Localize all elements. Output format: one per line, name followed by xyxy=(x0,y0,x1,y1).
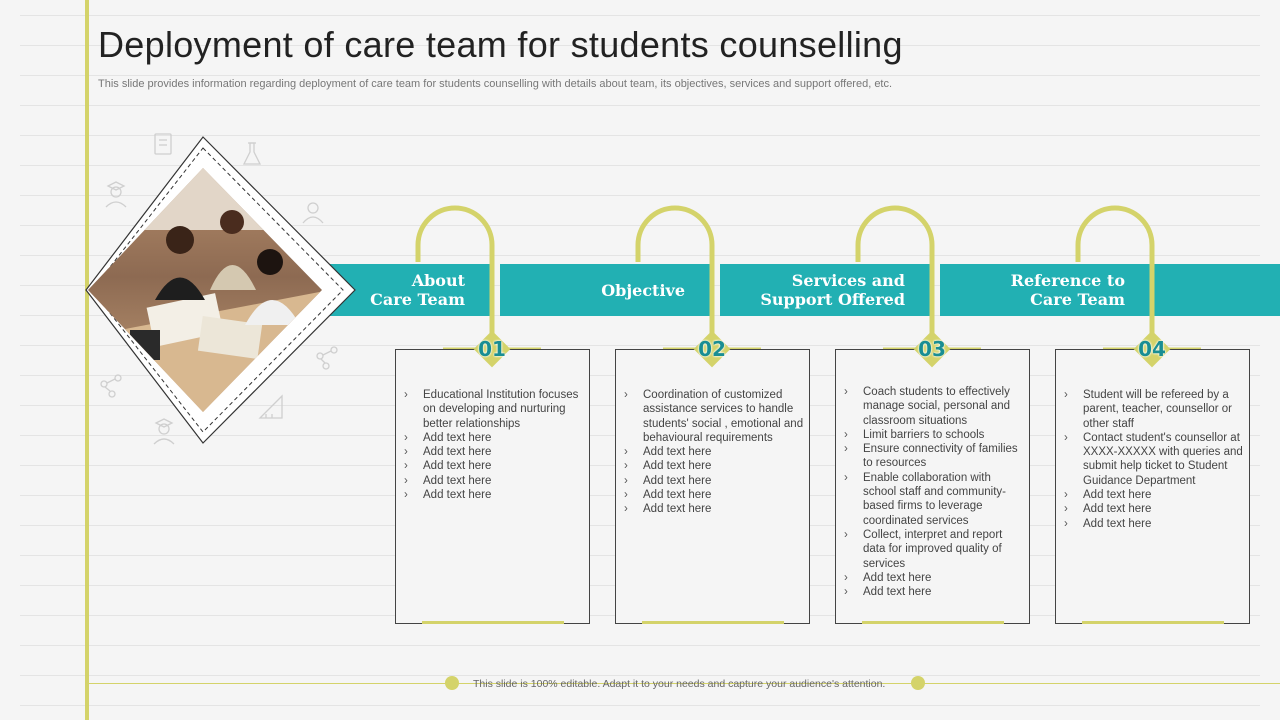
footer-note: This slide is 100% editable. Adapt it to… xyxy=(473,678,886,690)
list-item: Add text here xyxy=(403,488,585,503)
list-item: Add text here xyxy=(843,571,1025,586)
list-item: Limit barriers to schools xyxy=(843,428,1025,443)
list-item: Educational Institution focuses on devel… xyxy=(403,388,585,431)
slide-title: Deployment of care team for students cou… xyxy=(98,24,903,65)
bullet-list: Coach students to effectively manage soc… xyxy=(843,385,1025,600)
section-card-3: Coach students to effectively manage soc… xyxy=(835,349,1030,624)
footer-line xyxy=(88,683,1280,684)
bullet-list: Coordination of customized assistance se… xyxy=(623,388,805,517)
section-card-2: Coordination of customized assistance se… xyxy=(615,349,810,624)
section-card-4: Student will be refereed by a parent, te… xyxy=(1055,349,1250,624)
card-accent-4 xyxy=(1082,621,1224,624)
list-item: Add text here xyxy=(623,488,805,503)
list-item: Coordination of customized assistance se… xyxy=(623,388,805,445)
list-item: Add text here xyxy=(1063,502,1245,517)
bullet-list: Student will be refereed by a parent, te… xyxy=(1063,388,1245,531)
left-accent-line xyxy=(85,0,89,720)
list-item: Add text here xyxy=(403,445,585,460)
card-accent-2 xyxy=(642,621,784,624)
list-item: Add text here xyxy=(1063,488,1245,503)
list-item: Student will be refereed by a parent, te… xyxy=(1063,388,1245,431)
list-item: Enable collaboration with school staff a… xyxy=(843,471,1025,528)
card-accent-1 xyxy=(422,621,564,624)
section-heading-3: Services and Support Offered xyxy=(760,271,905,309)
section-number-4: 04 xyxy=(1138,337,1166,361)
list-item: Add text here xyxy=(623,502,805,517)
section-heading-1: About Care Team xyxy=(370,271,465,309)
card-accent-3 xyxy=(862,621,1004,624)
section-number-1: 01 xyxy=(478,337,506,361)
list-item: Add text here xyxy=(623,459,805,474)
footer-dot-right xyxy=(911,676,925,690)
list-item: Add text here xyxy=(623,474,805,489)
list-item: Add text here xyxy=(843,585,1025,600)
list-item: Add text here xyxy=(623,445,805,460)
list-item: Coach students to effectively manage soc… xyxy=(843,385,1025,428)
list-item: Add text here xyxy=(1063,517,1245,532)
list-item: Contact student's counsellor at XXXX-XXX… xyxy=(1063,431,1245,488)
section-heading-4: Reference to Care Team xyxy=(1010,271,1125,309)
list-item: Collect, interpret and report data for i… xyxy=(843,528,1025,571)
footer-dot-left xyxy=(445,676,459,690)
list-item: Add text here xyxy=(403,474,585,489)
list-item: Add text here xyxy=(403,459,585,474)
slide-subtitle: This slide provides information regardin… xyxy=(98,78,893,90)
section-number-3: 03 xyxy=(918,337,946,361)
list-item: Ensure connectivity of families to resou… xyxy=(843,442,1025,471)
list-item: Add text here xyxy=(403,431,585,446)
section-heading-2: Objective xyxy=(601,280,685,300)
section-number-2: 02 xyxy=(698,337,726,361)
section-card-1: Educational Institution focuses on devel… xyxy=(395,349,590,624)
bullet-list: Educational Institution focuses on devel… xyxy=(403,388,585,503)
